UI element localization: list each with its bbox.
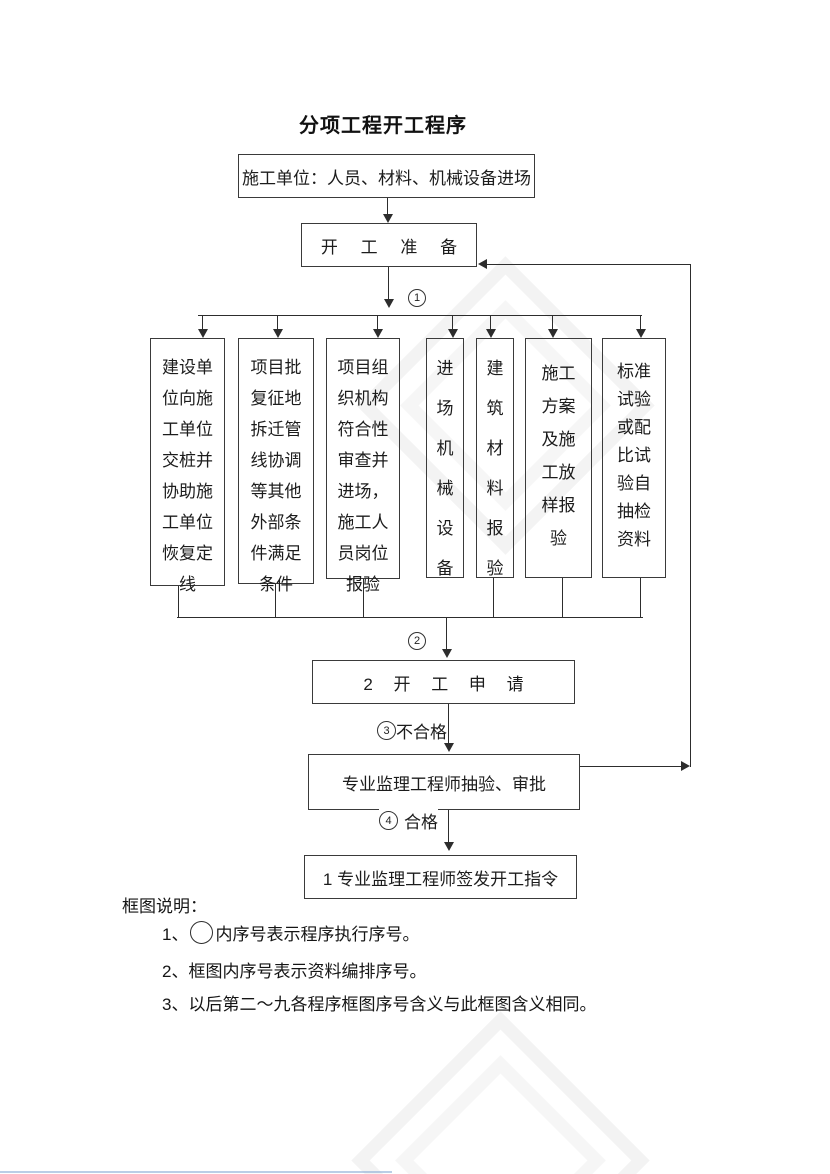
step-badge-2: 2: [408, 632, 426, 650]
apply-review-line: [448, 704, 449, 744]
review-box-label: 专业监理工程师抽验、审批: [342, 774, 546, 794]
prepare-drop-line: [388, 267, 389, 300]
collector-drop-line: [446, 617, 447, 650]
notes-heading: 框图说明：: [122, 897, 207, 916]
collector-line: [177, 617, 643, 618]
apply-review-arrowhead: [444, 743, 454, 752]
collector-stub-7: [640, 578, 641, 617]
apply-box-label: 2 开 工 申 请: [363, 674, 532, 694]
issue-box: 1 专业监理工程师签发开工指令: [304, 855, 577, 899]
entry-box: 施工单位：人员、材料、机械设备进场: [238, 154, 535, 198]
branch-box-3: 项目组 织机构 符合性 审查并 进场， 施工人 员岗位 报验: [326, 338, 400, 594]
page-title: 分项工程开工程序: [299, 115, 467, 137]
branch-arrow-line-2: [277, 315, 278, 330]
collector-stub-3: [363, 579, 364, 617]
step-badge-1: 1: [408, 289, 426, 307]
branch-arrow-line-3: [377, 315, 378, 330]
note-2-text: 框图内序号表示资料编排序号。: [188, 962, 427, 981]
branch-box-6: 施工 方案 及施 工放 样报 验: [525, 338, 592, 578]
pass-label: 4 合格: [379, 808, 438, 833]
entry-box-label: 施工单位：人员、材料、机械设备进场: [242, 168, 531, 188]
branch-arrow-line-1: [202, 315, 203, 330]
feedback-arrowhead-into-prepare: [478, 259, 487, 269]
note-item-1: 1、 内序号表示程序执行序号。: [162, 920, 419, 945]
branch-arrowhead-3: [373, 329, 383, 338]
collector-drop-arrowhead: [442, 649, 452, 658]
feedback-bottom-line: [580, 766, 682, 767]
prepare-drop-arrowhead: [384, 299, 394, 308]
branch-box-7: 标准 试验 或配 比试 验自 抽检 资料: [602, 338, 666, 578]
feedback-bottom-arrowhead: [681, 761, 690, 771]
distributor-line: [198, 315, 642, 316]
fail-label: 3 不合格: [377, 718, 447, 743]
apply-box: 2 开 工 申 请: [312, 660, 575, 704]
branch-box-4: 进 场 机 械 设 备: [426, 338, 464, 578]
note-item-3: 3、 以后第二～九各程序框图序号含义与此框图含义相同。: [162, 990, 596, 1015]
connector-entry-prepare-line: [387, 198, 388, 215]
branch-arrowhead-1: [198, 329, 208, 338]
fail-label-text: 不合格: [396, 723, 447, 742]
branch-box-1: 建设单 位向施 工单位 交桩并 协助施 工单位 恢复定 线: [150, 338, 225, 594]
branch-arrowhead-7: [636, 329, 646, 338]
branch-arrow-line-4: [452, 315, 453, 330]
prepare-box: 开 工 准 备: [301, 223, 477, 267]
watermark-diamond-2: [351, 1011, 650, 1174]
branch-arrowhead-6: [548, 329, 558, 338]
note-1-text: 内序号表示程序执行序号。: [215, 925, 420, 944]
review-box: 专业监理工程师抽验、审批: [308, 754, 580, 810]
collector-stub-5: [493, 578, 494, 617]
circle-icon: [190, 921, 214, 944]
branch-box-5: 建 筑 材 料 报 验: [476, 338, 514, 578]
note-item-2: 2、 框图内序号表示资料编排序号。: [162, 957, 426, 982]
step-badge-4: 4: [379, 811, 398, 830]
review-issue-arrowhead: [444, 842, 454, 851]
branch-arrow-line-6: [552, 315, 553, 330]
collector-stub-1: [178, 586, 179, 617]
feedback-right-line: [690, 264, 691, 767]
branch-arrowhead-4: [448, 329, 458, 338]
branch-arrowhead-2: [273, 329, 283, 338]
branch-arrow-line-5: [490, 315, 491, 330]
pass-label-text: 合格: [404, 813, 438, 832]
step-badge-3: 3: [377, 721, 396, 740]
branch-box-2: 项目批 复征地 拆迁管 线协调 等其他 外部条 件满足 条件: [238, 338, 314, 594]
note-3-text: 以后第二～九各程序框图序号含义与此框图含义相同。: [188, 995, 597, 1014]
branch-arrow-line-7: [640, 315, 641, 330]
watermark-diamond-2-inner: [395, 1055, 606, 1174]
feedback-top-line: [486, 264, 690, 265]
review-issue-line: [448, 810, 449, 843]
note-1-number: 1、: [162, 925, 189, 944]
issue-box-label: 1 专业监理工程师签发开工指令: [322, 869, 559, 889]
note-2-number: 2、: [162, 962, 189, 981]
note-3-number: 3、: [162, 995, 189, 1014]
branch-arrowhead-5: [486, 329, 496, 338]
collector-stub-2: [275, 584, 276, 617]
connector-entry-prepare-arrowhead: [383, 214, 393, 223]
collector-stub-6: [562, 578, 563, 617]
prepare-box-label: 开 工 准 备: [320, 237, 467, 257]
scan-artifact-line: [0, 1171, 392, 1173]
